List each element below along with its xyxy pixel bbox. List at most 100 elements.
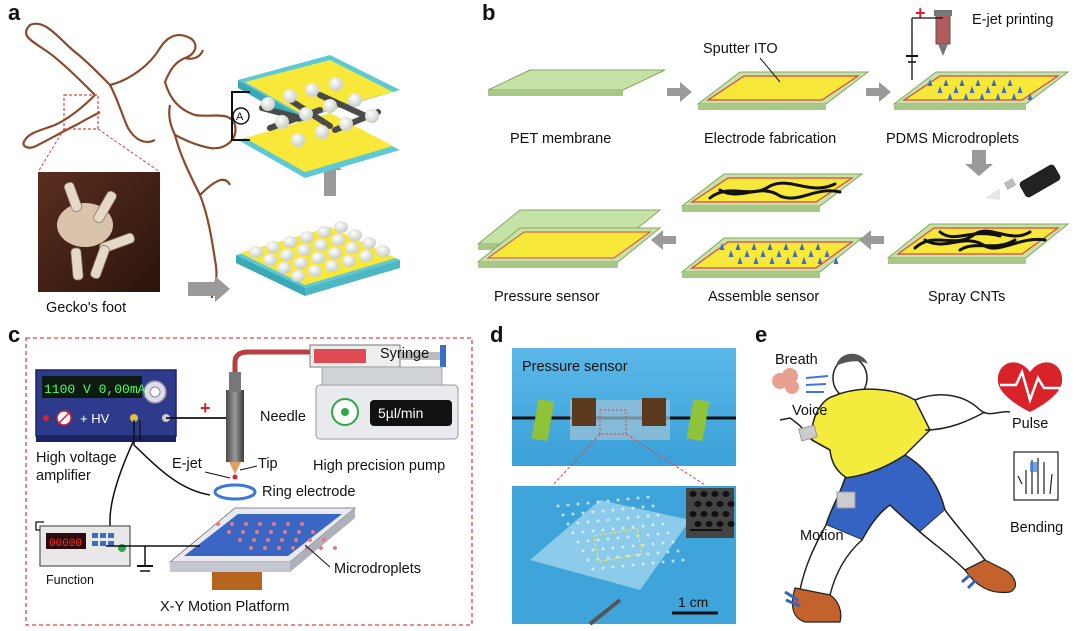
sem-pore	[716, 501, 724, 507]
sem-pore	[722, 491, 730, 497]
microdroplets-label: Microdroplets	[334, 561, 421, 577]
droplet	[1011, 93, 1017, 100]
microstructure-dot	[576, 521, 580, 525]
step-label-microdroplets: PDMS Microdroplets	[886, 131, 1019, 147]
panel-c-frame	[25, 337, 473, 626]
microdroplet	[269, 530, 273, 534]
amplifier-label-2: amplifier	[36, 468, 91, 484]
droplet	[767, 243, 773, 250]
droplet	[817, 257, 823, 264]
microstructure-dot	[621, 564, 625, 568]
microstructure-dot	[646, 533, 650, 537]
microstructure-dot	[581, 549, 585, 553]
bump	[308, 265, 322, 277]
spray-can-icon	[985, 164, 1061, 200]
sandwich-bumps	[261, 77, 379, 147]
hv-amplifier	[35, 369, 177, 442]
microdroplet	[216, 522, 220, 526]
ejet-positive-sign: +	[915, 3, 926, 23]
microstructure-dot	[596, 538, 600, 542]
runner-figure	[779, 353, 1017, 623]
microstructure-dot	[646, 552, 650, 556]
needle-positive-sign: +	[200, 398, 211, 418]
droplet	[979, 93, 985, 100]
assemble-droplets	[719, 243, 839, 264]
microstructure-dot	[661, 541, 665, 545]
bump	[283, 236, 297, 248]
microstructure-dot	[646, 514, 650, 518]
microdroplet	[283, 530, 287, 534]
arrow-b5	[651, 230, 676, 250]
droplet	[808, 250, 814, 257]
microstructure-grid	[556, 495, 685, 571]
sem-pores	[689, 491, 735, 527]
step-label-electrode: Electrode fabrication	[704, 131, 836, 147]
bump	[297, 244, 311, 256]
microdroplet	[238, 538, 242, 542]
tip-label: Tip	[258, 456, 278, 472]
microdroplet	[249, 546, 253, 550]
gecko-foot-photo	[38, 172, 160, 292]
arrow-b4	[859, 230, 884, 250]
microstructure-dot	[666, 531, 670, 535]
panel-d-letter: d	[490, 322, 504, 347]
microstructure-dot	[611, 565, 615, 569]
droplet	[785, 257, 791, 264]
microstructure-dot	[651, 561, 655, 565]
microdroplet	[272, 522, 276, 526]
sensor-photo-top	[512, 348, 736, 466]
breath-label: Breath	[775, 352, 818, 368]
bump	[300, 231, 314, 243]
microstructure-dot	[601, 528, 605, 532]
microstructure-dot	[636, 553, 640, 557]
microstructure-dot	[591, 510, 595, 514]
droplet	[959, 79, 965, 86]
sem-pore	[700, 511, 708, 517]
sem-pore	[711, 511, 719, 517]
microstructure-dot	[641, 524, 645, 528]
sputter-label: Sputter ITO	[703, 41, 778, 57]
microstructure-dot	[651, 542, 655, 546]
microstructure-dot	[606, 537, 610, 541]
bump	[280, 249, 294, 261]
droplet	[744, 250, 750, 257]
microdroplet	[277, 546, 281, 550]
microstructure-dot	[581, 530, 585, 534]
step-microdroplets	[892, 10, 1070, 110]
ring-label: Ring electrode	[262, 484, 356, 500]
microstructure-dot	[601, 566, 605, 570]
microdroplet	[297, 530, 301, 534]
microdroplet	[333, 546, 337, 550]
bump	[362, 237, 376, 249]
microstructure-dot	[606, 499, 610, 503]
droplet	[760, 250, 766, 257]
microstructure-dot	[626, 516, 630, 520]
microstructure-dot	[631, 506, 635, 510]
droplet	[783, 243, 789, 250]
svg-text:00000: 00000	[49, 538, 82, 550]
droplet	[728, 250, 734, 257]
sem-pore	[705, 521, 713, 527]
sensor-photo-bottom	[512, 486, 736, 626]
panel-b-letter: b	[482, 0, 496, 25]
pump-display: 5µl/min	[378, 405, 423, 421]
microdroplet	[241, 530, 245, 534]
microdroplet	[311, 530, 315, 534]
microstructure-dot	[646, 495, 650, 499]
microstructure-dot	[616, 555, 620, 559]
microstructure-dot	[656, 532, 660, 536]
bump	[359, 250, 373, 262]
microstructure-dot	[576, 540, 580, 544]
microstructure-dot	[661, 522, 665, 526]
function-label: Function	[46, 573, 94, 587]
platform-droplets	[216, 522, 337, 550]
microstructure-dot	[676, 549, 680, 553]
microstructure-dot	[576, 502, 580, 506]
droplet	[943, 79, 949, 86]
microstructure-dot	[616, 517, 620, 521]
sem-pore	[727, 521, 735, 527]
bump	[277, 262, 291, 274]
sem-pore	[700, 491, 708, 497]
amplifier-display: 1100 V 0,00mA	[44, 382, 146, 397]
voice-sensor	[798, 424, 818, 442]
